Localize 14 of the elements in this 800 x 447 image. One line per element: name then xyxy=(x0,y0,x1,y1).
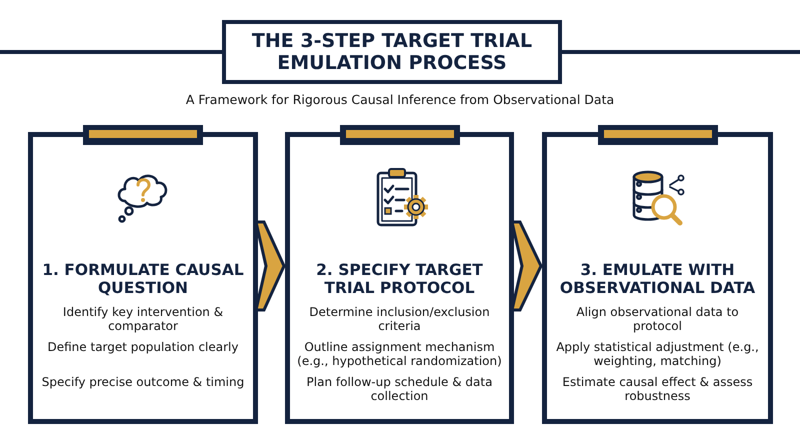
step-item: Specify precise outcome & timing xyxy=(40,375,246,389)
step-heading: 3. EMULATE WITH OBSERVATIONAL DATA xyxy=(558,261,756,297)
step-item: Estimate causal effect & assess robustness xyxy=(561,375,754,403)
step-item: Identify key intervention & comparator xyxy=(62,305,224,333)
subtitle: A Framework for Rigorous Causal Inference from Observational Data xyxy=(184,92,616,107)
title: THE 3-STEP TARGET TRIAL EMULATION PROCESS xyxy=(250,30,534,74)
step-heading: 1. FORMULATE CAUSAL QUESTION xyxy=(41,261,245,297)
step-item: Outline assignment mechanism (e.g., hypothetical randomization) xyxy=(296,340,503,368)
step-heading: 2. SPECIFY TARGET TRIAL PROTOCOL xyxy=(315,261,484,297)
step-item: Align observational data to protocol xyxy=(575,305,740,333)
step-item: Plan follow-up schedule & data collection xyxy=(306,375,494,403)
step-item: Define target population clearly xyxy=(46,340,240,354)
step-item: Determine inclusion/exclusion criteria xyxy=(308,305,491,333)
step-item: Apply statistical adjustment (e.g., weighting, matching) xyxy=(555,340,760,368)
